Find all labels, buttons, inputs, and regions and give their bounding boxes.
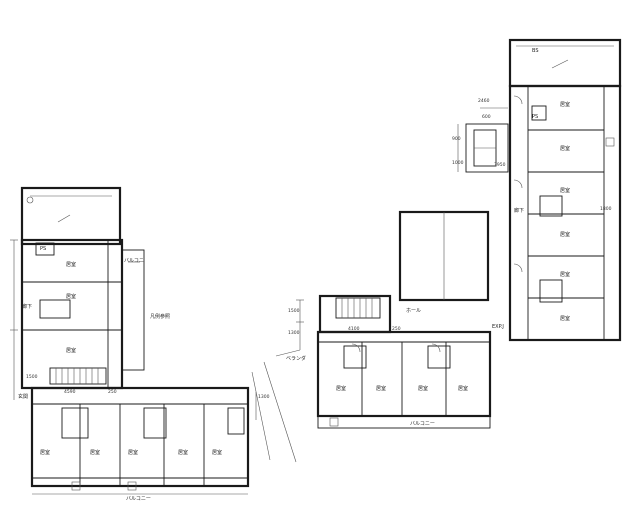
labels: 居室 居室 居室 廊下 バルコニ 凡例参照 PS 居室 居室 居室 居室 居室 … — [18, 48, 612, 502]
left-wing — [10, 186, 257, 495]
right-units — [508, 84, 622, 342]
center-wing — [296, 210, 492, 429]
ps-label: PS — [40, 246, 46, 252]
dim-label: 1800 — [600, 206, 612, 212]
corridor-label: 廊下 — [514, 207, 524, 214]
left-top-balcony — [20, 186, 122, 246]
dim-label: 250 — [392, 326, 401, 332]
room-label: 居室 — [90, 449, 100, 456]
center-stair — [335, 297, 381, 319]
room-label: 居室 — [66, 293, 76, 300]
north-arrow-right — [551, 59, 569, 69]
ps-label: PS — [532, 114, 538, 120]
balcony-label: バルコニー — [126, 496, 151, 502]
left-side-balcony — [121, 249, 145, 371]
dim-label: 250 — [108, 389, 117, 395]
dim-label: 3950 — [494, 162, 506, 168]
room-label: 居室 — [128, 449, 138, 456]
dim-label: 1000 — [452, 160, 464, 166]
note-label: 凡例参照 — [150, 313, 170, 320]
dim-label: 2460 — [478, 98, 490, 104]
dim-label: 900 — [452, 136, 461, 142]
dim-label: 4590 — [64, 389, 76, 395]
room-label: 居室 — [560, 271, 570, 278]
right-core — [457, 107, 509, 173]
dim-label: 1300 — [258, 394, 270, 400]
dim-label: 1500 — [288, 308, 300, 314]
dim-label: 1500 — [26, 374, 38, 380]
left-lower-units — [30, 386, 250, 488]
dim-label: 1300 — [288, 330, 300, 336]
room-label: 居室 — [560, 101, 570, 108]
room-label: 居室 — [560, 187, 570, 194]
balcony-label: バルコニ — [124, 258, 144, 264]
drain-icon — [26, 196, 34, 204]
balcony-label: バルコニー — [410, 421, 435, 427]
dim-label: 600 — [482, 114, 491, 120]
right-top-balcony — [508, 38, 622, 88]
room-label: 居室 — [560, 315, 570, 322]
center-balcony — [317, 415, 491, 429]
connector-bridge — [251, 349, 301, 463]
room-label: 居室 — [560, 231, 570, 238]
room-label: 居室 — [66, 347, 76, 354]
hall-label: ホール — [406, 308, 421, 314]
entrance-label: 玄関 — [18, 393, 28, 400]
center-units — [316, 330, 492, 418]
corridor-label: 廊下 — [22, 303, 32, 310]
left-stair — [49, 367, 107, 385]
room-label: 居室 — [40, 449, 50, 456]
exp-label: EXP.J — [492, 324, 504, 330]
veranda-label: ベランダ — [286, 355, 306, 362]
dim-label: 4100 — [348, 326, 360, 332]
room-label: 居室 — [336, 385, 346, 392]
room-label: 居室 — [458, 385, 468, 392]
room-label: 居室 — [212, 449, 222, 456]
room-label: 居室 — [178, 449, 188, 456]
room-label: 居室 — [376, 385, 386, 392]
bs-label: BS — [532, 48, 539, 54]
room-label: 居室 — [560, 145, 570, 152]
room-label: 居室 — [66, 261, 76, 268]
room-label: 居室 — [418, 385, 428, 392]
right-wing — [457, 38, 622, 342]
north-arrow-left — [57, 214, 71, 223]
